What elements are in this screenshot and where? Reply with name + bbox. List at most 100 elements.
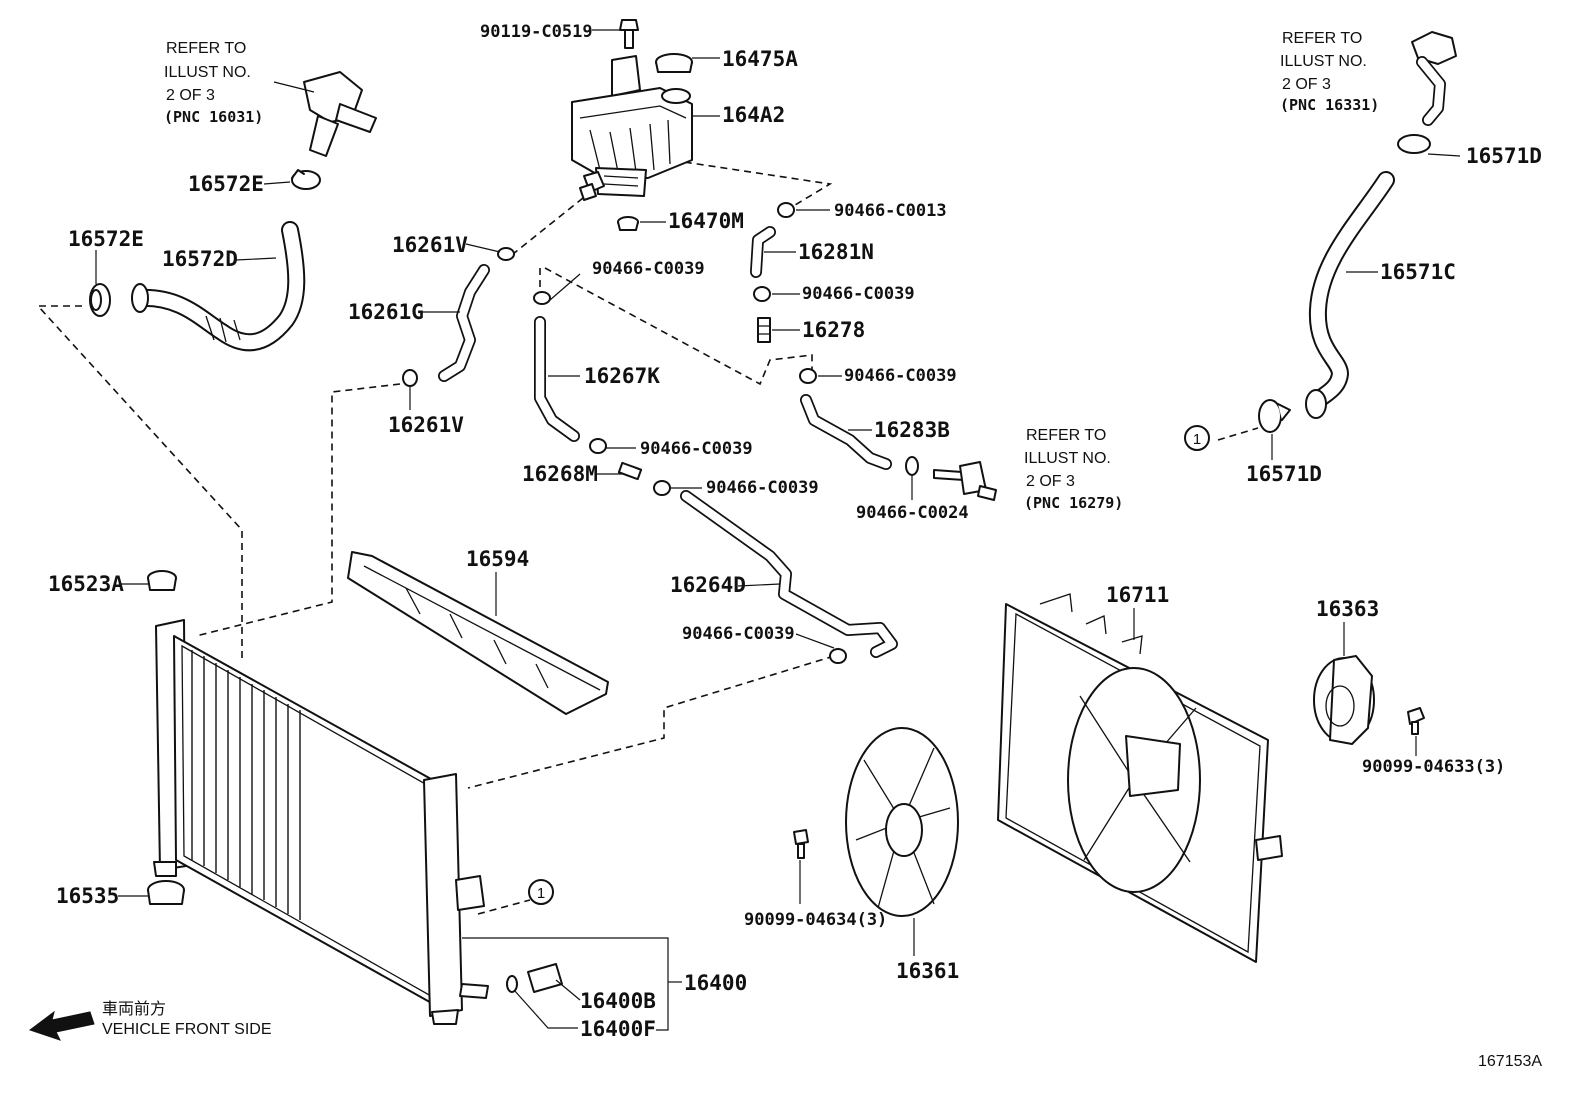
water-inlet-icon [1411, 31, 1457, 126]
front-direction-english: VEHICLE FRONT SIDE [102, 1021, 272, 1038]
lower-support-cushion-icon [147, 880, 185, 905]
label-16400f: 16400F [580, 1017, 656, 1041]
hose-clamp-icon [653, 480, 671, 496]
hose-clamp-icon [829, 648, 847, 664]
label-16711: 16711 [1106, 583, 1169, 607]
label-16264d: 16264D [670, 573, 746, 597]
radiator [153, 619, 489, 1025]
grommet-icon [617, 216, 639, 231]
arrow-left-icon [28, 1010, 95, 1041]
part-labels: 90119-C0519 16475A 164A2 16470M 90466-C0… [48, 22, 1542, 1041]
bolt-icon [619, 19, 639, 49]
hose-clamp-icon [1397, 134, 1431, 154]
svg-text:REFER TO: REFER TO [1282, 30, 1362, 47]
reservoir-tank [571, 55, 693, 201]
label-16475a: 16475A [722, 47, 798, 71]
reference-note-16331: REFER TO ILLUST NO. 2 OF 3 (PNC 16331) [1280, 30, 1379, 114]
label-16361: 16361 [896, 959, 959, 983]
small-hose [438, 264, 490, 382]
hose-clamp-icon [753, 286, 771, 302]
label-16261g: 16261G [348, 300, 424, 324]
reference-note-16279: REFER TO ILLUST NO. 2 OF 3 (PNC 16279) [1024, 427, 1123, 512]
svg-text:2 OF 3: 2 OF 3 [1282, 76, 1331, 93]
label-16261v-top: 16261V [392, 233, 468, 257]
lower-radiator-hose [1305, 171, 1395, 419]
label-16523a: 16523A [48, 572, 124, 596]
label-16261v-bottom: 16261V [388, 413, 464, 437]
reservoir-cap-icon [655, 53, 693, 73]
label-90466-c0039-e: 90466-C0039 [706, 478, 819, 498]
svg-text:ILLUST NO.: ILLUST NO. [164, 64, 251, 81]
pipe-fitting-icon [617, 461, 643, 481]
svg-text:(PNC 16331): (PNC 16331) [1280, 96, 1379, 114]
label-16278: 16278 [802, 318, 865, 342]
circle-marker-right: 1 [1184, 425, 1210, 451]
water-outlet-icon [303, 71, 377, 157]
hose-clamp-icon [1258, 399, 1291, 433]
label-16572e-top: 16572E [188, 172, 264, 196]
label-16571c: 16571C [1380, 260, 1456, 284]
svg-text:(PNC 16279): (PNC 16279) [1024, 494, 1123, 512]
label-90466-c0039-b: 90466-C0039 [844, 366, 957, 386]
svg-text:REFER TO: REFER TO [166, 40, 246, 57]
label-16267k: 16267K [584, 364, 660, 388]
label-16470m: 16470M [668, 209, 744, 233]
radiator-baffle [347, 551, 609, 715]
label-16400b: 16400B [580, 989, 656, 1013]
fan-motor [1313, 655, 1375, 745]
hose-clamp-icon [533, 291, 551, 305]
hose-clamp-icon [497, 247, 515, 261]
hose-clamp-icon [589, 438, 607, 454]
hose-clamp-icon [905, 456, 919, 476]
label-16572e-left: 16572E [68, 227, 144, 251]
front-direction-japanese: 車両前方 [102, 999, 166, 1018]
label-90466-c0024: 90466-C0024 [856, 503, 969, 523]
label-90119-c0519: 90119-C0519 [480, 22, 593, 42]
circle-marker-left: 1 [528, 879, 554, 905]
label-16281n: 16281N [798, 240, 874, 264]
figure-code: 167153A [1478, 1053, 1542, 1070]
svg-text:2 OF 3: 2 OF 3 [1026, 473, 1075, 490]
radiator-support-cushion-icon [147, 570, 177, 591]
hose [800, 394, 892, 470]
svg-text:1: 1 [1193, 431, 1201, 448]
leader-lines [95, 29, 1461, 1031]
label-16400: 16400 [684, 971, 747, 995]
label-90466-c0039-c: 90466-C0039 [592, 259, 705, 279]
hose [750, 226, 776, 278]
label-16572d: 16572D [162, 247, 238, 271]
svg-text:REFER TO: REFER TO [1026, 427, 1106, 444]
bolt-icon [793, 829, 809, 859]
label-16363: 16363 [1316, 597, 1379, 621]
svg-text:2 OF 3: 2 OF 3 [166, 87, 215, 104]
label-16535: 16535 [56, 884, 119, 908]
o-ring-icon [506, 975, 518, 993]
label-90466-c0013: 90466-C0013 [834, 201, 947, 221]
label-16571d-bottom: 16571D [1246, 462, 1322, 486]
label-16283b: 16283B [874, 418, 950, 442]
bolt-icon [1407, 707, 1425, 735]
hose-clamp-icon [89, 283, 111, 317]
union-fitting-icon [757, 317, 771, 343]
label-164a2: 164A2 [722, 103, 785, 127]
fan-shroud [997, 593, 1283, 963]
svg-text:(PNC 16031): (PNC 16031) [164, 108, 263, 126]
vehicle-front-indicator: 車両前方 VEHICLE FRONT SIDE [28, 999, 272, 1041]
svg-text:ILLUST NO.: ILLUST NO. [1280, 53, 1367, 70]
cooling-fan [845, 727, 959, 917]
hose-clamp-icon [799, 368, 817, 384]
label-90466-c0039-f: 90466-C0039 [682, 624, 795, 644]
hose-clamp-icon [291, 169, 321, 190]
label-90099-04634: 90099-04634(3) [744, 910, 887, 930]
label-90466-c0039-a: 90466-C0039 [802, 284, 915, 304]
reference-note-16031: REFER TO ILLUST NO. 2 OF 3 (PNC 16031) [164, 40, 263, 126]
label-16268m: 16268M [522, 462, 598, 486]
drain-cock-icon [527, 963, 563, 993]
svg-text:ILLUST NO.: ILLUST NO. [1024, 450, 1111, 467]
upper-radiator-hose [131, 221, 306, 352]
label-16571d-top: 16571D [1466, 144, 1542, 168]
label-16594: 16594 [466, 547, 529, 571]
label-90466-c0039-d: 90466-C0039 [640, 439, 753, 459]
